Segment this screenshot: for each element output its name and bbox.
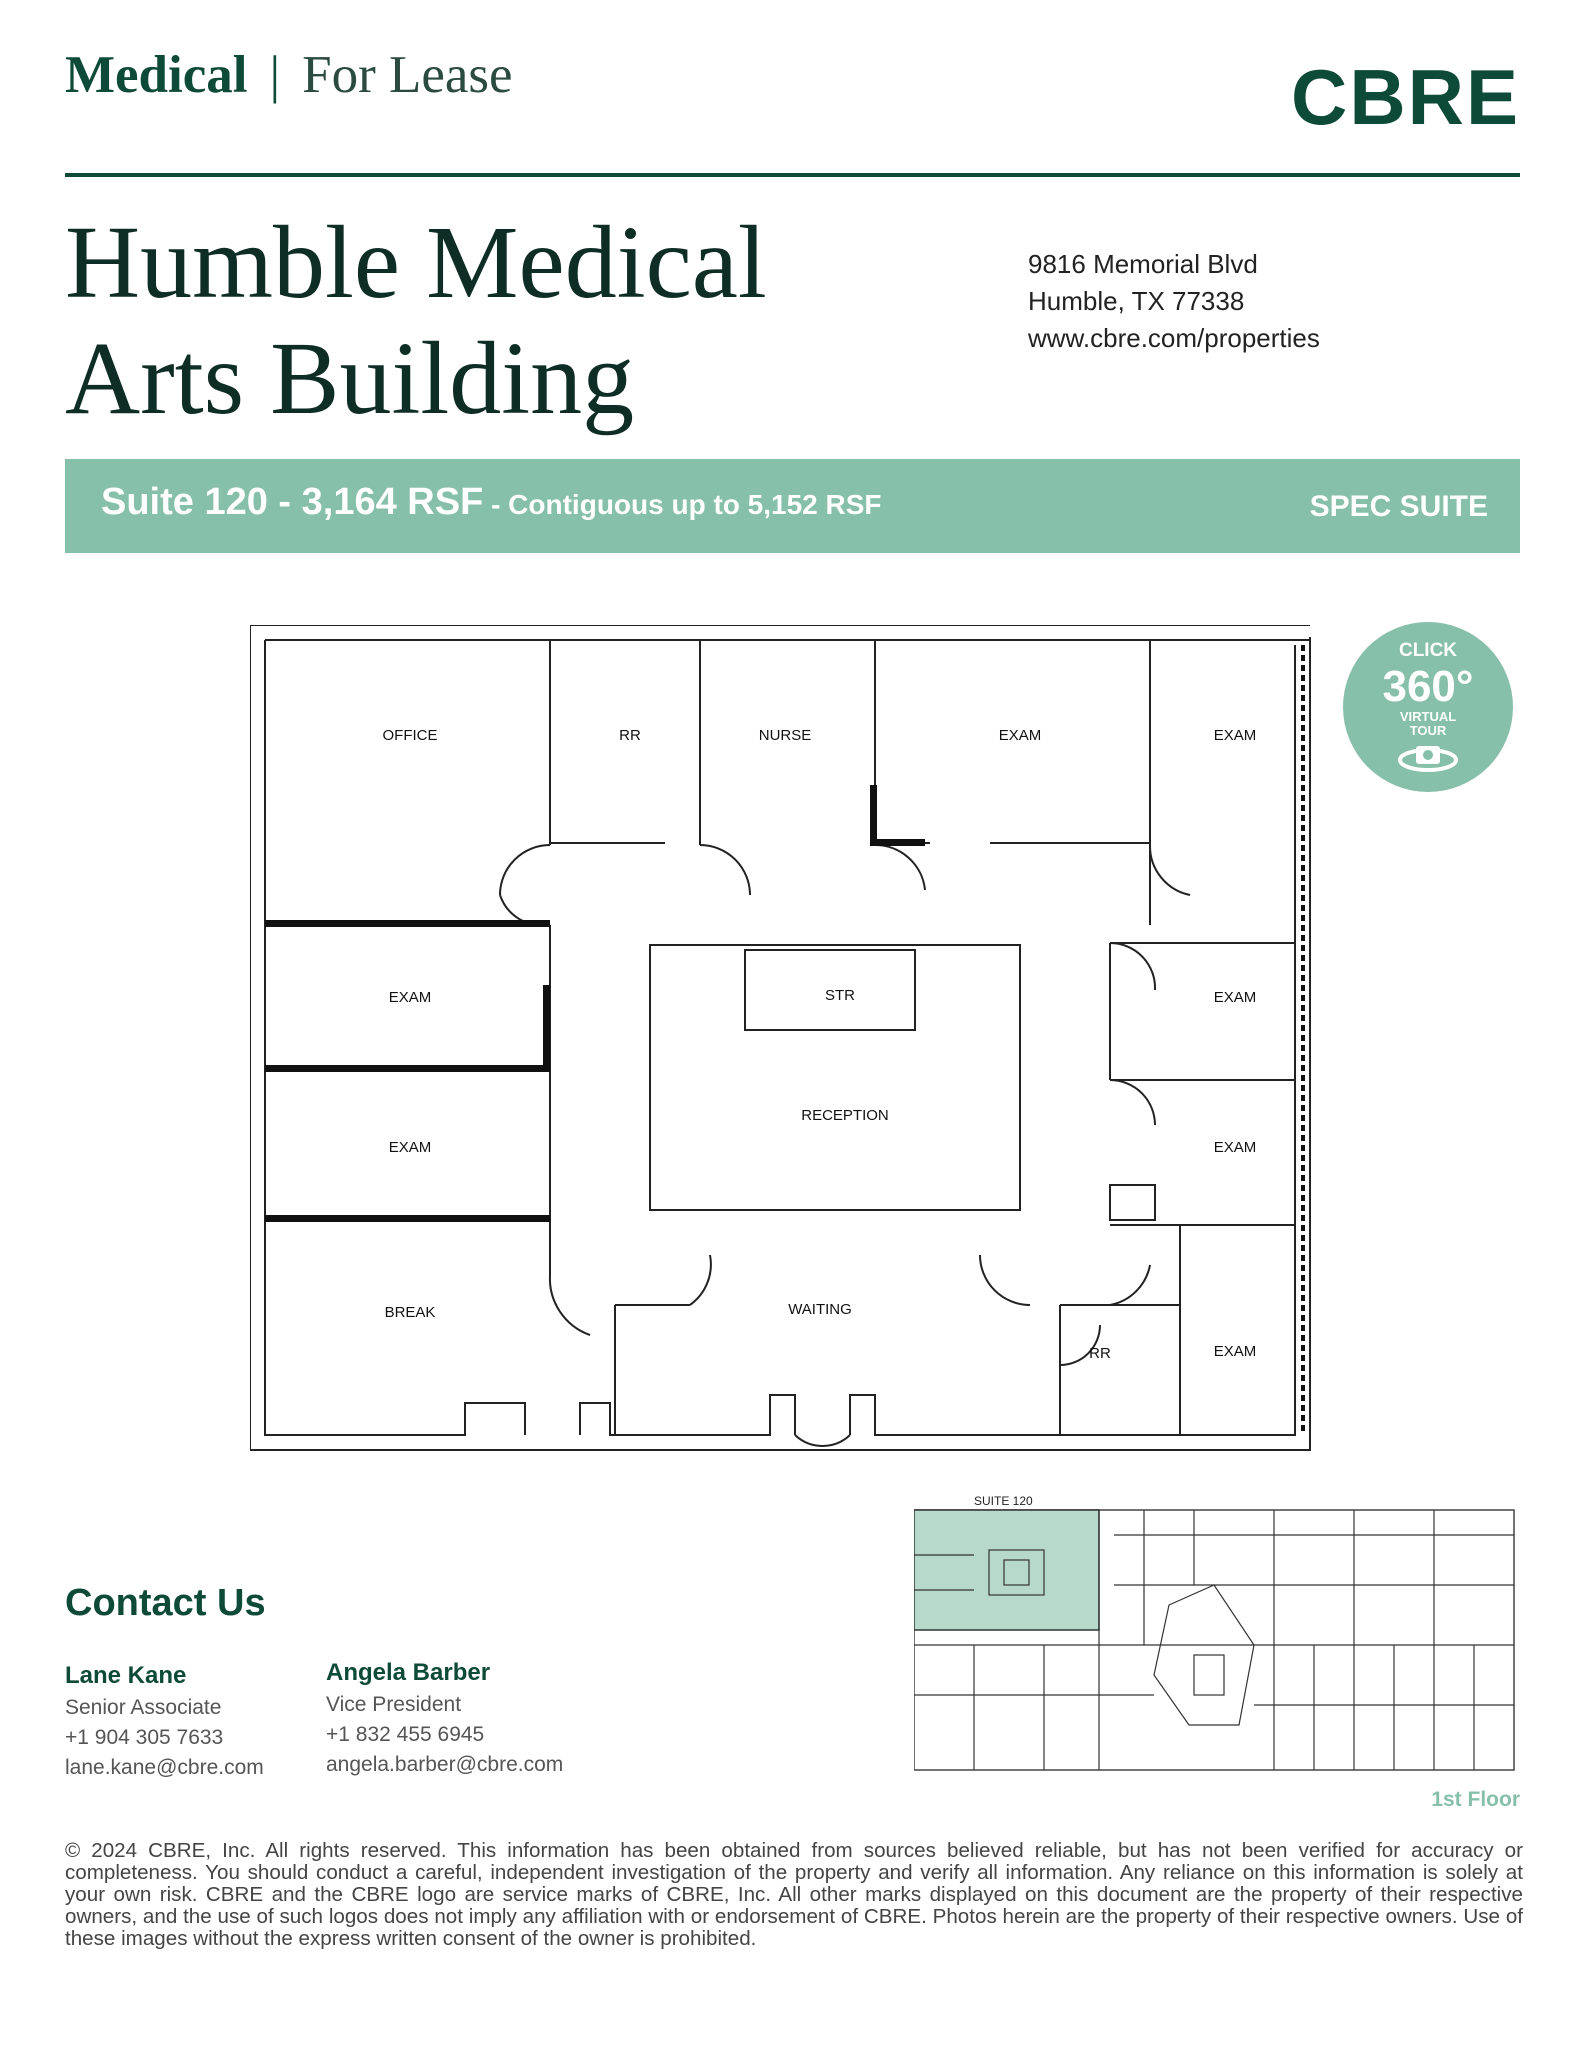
property-title-line1: Humble Medical [65,205,767,320]
room-rr-top: RR [619,727,641,744]
property-address: 9816 Memorial Blvd Humble, TX 77338 www.… [1028,246,1320,357]
contact-card-2: Angela Barber Vice President +1 832 455 … [326,1658,563,1780]
room-exam-right2: EXAM [1214,1139,1257,1156]
tour-tour-text: TOUR [1409,723,1447,738]
key-plan-suite-label: SUITE 120 [974,1495,1033,1508]
listing-header: Medical | For Lease [65,45,513,105]
tour-virtual-text: VIRTUAL [1399,709,1457,724]
room-reception: RECEPTION [801,1107,889,1124]
cbre-logo: CBRE [1290,53,1520,141]
floor-plan: OFFICE RR NURSE EXAM EXAM STR EXAM EXAM … [250,625,1311,1451]
room-exam-top1: EXAM [999,727,1042,744]
suite-120-highlight [914,1509,1100,1631]
room-exam-left2: EXAM [389,1139,432,1156]
room-exam-left1: EXAM [389,989,432,1006]
room-exam-right3: EXAM [1214,1343,1257,1360]
key-plan: SUITE 120 [914,1495,1515,1771]
room-str: STR [825,987,855,1004]
camera-icon [1398,746,1458,772]
suite-size: Suite 120 - 3,164 RSF [101,481,484,523]
suite-info: Suite 120 - 3,164 RSF - Contiguous up to… [101,481,882,524]
contact-card-1: Lane Kane Senior Associate +1 904 305 76… [65,1661,264,1783]
address-street: 9816 Memorial Blvd [1028,249,1258,279]
room-nurse: NURSE [759,727,812,744]
contact-name: Angela Barber [326,1659,491,1686]
floor-label: 1st Floor [1431,1788,1520,1811]
listing-type-label: For Lease [302,46,513,104]
contact-title: Vice President [326,1693,462,1716]
contiguous-size: - Contiguous up to 5,152 RSF [483,489,882,520]
category-label: Medical [65,46,248,104]
address-city: Humble, TX 77338 [1028,286,1245,316]
header-separator: | [269,46,281,104]
contact-phone[interactable]: +1 832 455 6945 [326,1723,485,1746]
suite-banner: Suite 120 - 3,164 RSF - Contiguous up to… [65,459,1520,553]
contact-email[interactable]: lane.kane@cbre.com [65,1756,264,1779]
tour-click-label: CLICK [1398,640,1458,661]
contact-title: Senior Associate [65,1696,222,1719]
room-rr-bottom: RR [1089,1345,1111,1362]
property-title: Humble Medical Arts Building [65,205,767,437]
room-office: OFFICE [383,727,438,744]
header-divider [65,173,1520,177]
room-exam-top2: EXAM [1214,727,1257,744]
contact-phone[interactable]: +1 904 305 7633 [65,1726,224,1749]
room-break: BREAK [385,1304,436,1321]
property-website-link[interactable]: www.cbre.com/properties [1028,323,1320,353]
property-title-line2: Arts Building [65,321,635,436]
legal-disclaimer: © 2024 CBRE, Inc. All rights reserved. T… [65,1839,1523,1950]
spec-suite-tag: SPEC SUITE [1309,490,1488,523]
contact-heading: Contact Us [65,1582,266,1624]
room-exam-right1: EXAM [1214,989,1257,1006]
contact-email[interactable]: angela.barber@cbre.com [326,1753,564,1776]
room-waiting: WAITING [788,1301,852,1318]
contact-name: Lane Kane [65,1662,187,1689]
tour-360-label: 360° [1382,662,1474,711]
